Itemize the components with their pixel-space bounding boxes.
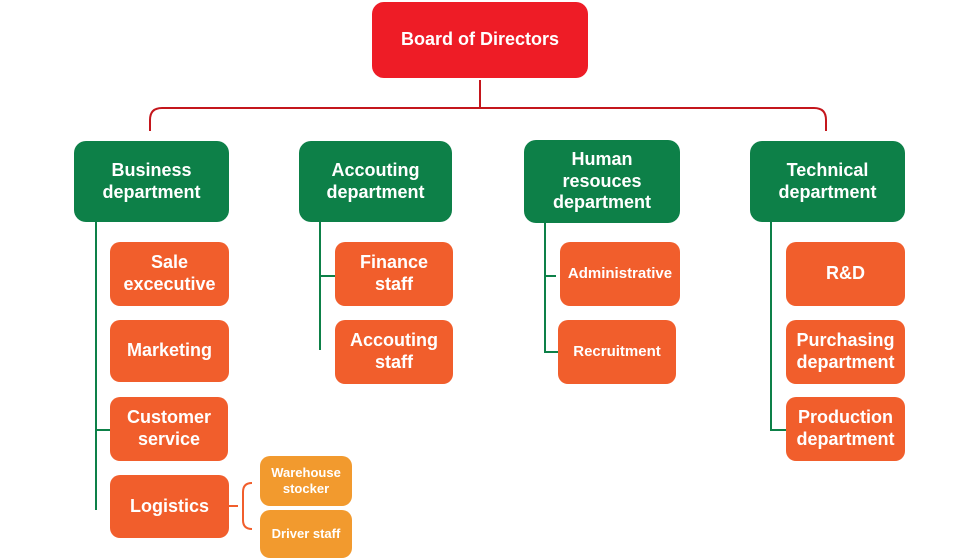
unit-sale-executive-label: Sale excecutive — [123, 252, 216, 294]
unit-administrative: Administrative — [560, 242, 680, 306]
dept-accounting-label: Accouting department — [326, 159, 425, 202]
unit-driver-staff: Driver staff — [260, 510, 352, 558]
dept-technical-label: Technical department — [778, 159, 877, 202]
unit-finance-staff-label: Finance staff — [359, 252, 429, 294]
board-of-directors-label: Board of Directors — [400, 29, 560, 50]
unit-accounting-staff: Accouting staff — [335, 320, 453, 384]
unit-recruitment: Recruitment — [558, 320, 676, 384]
unit-recruitment-label: Recruitment — [573, 343, 661, 360]
unit-marketing: Marketing — [110, 320, 229, 382]
unit-warehouse-stocker: Warehouse stocker — [260, 456, 352, 506]
unit-marketing-label: Marketing — [126, 340, 213, 361]
unit-customer-service-label: Customer service — [126, 407, 211, 449]
unit-production-department-label: Production department — [796, 407, 895, 449]
unit-warehouse-stocker-label: Warehouse stocker — [271, 465, 341, 496]
logistics-connector — [229, 482, 253, 530]
board-of-directors-box: Board of Directors — [372, 2, 588, 78]
unit-rnd: R&D — [786, 242, 905, 306]
accounting-connector — [319, 222, 335, 350]
hr-connector — [544, 223, 558, 353]
unit-logistics: Logistics — [110, 475, 229, 538]
unit-sale-executive: Sale excecutive — [110, 242, 229, 306]
root-connector — [149, 80, 827, 131]
unit-purchasing-department: Purchasing department — [786, 320, 905, 384]
technical-connector — [770, 222, 786, 431]
dept-technical-box: Technical department — [750, 141, 905, 222]
unit-rnd-label: R&D — [826, 263, 865, 284]
unit-production-department: Production department — [786, 397, 905, 461]
unit-finance-staff: Finance staff — [335, 242, 453, 306]
dept-human-resources-label: Human resouces department — [552, 149, 651, 213]
business-connector — [95, 222, 110, 510]
dept-business-box: Business department — [74, 141, 229, 222]
unit-administrative-label: Administrative — [567, 265, 673, 282]
dept-accounting-box: Accouting department — [299, 141, 452, 222]
unit-purchasing-department-label: Purchasing department — [796, 330, 895, 372]
unit-logistics-label: Logistics — [129, 495, 209, 516]
unit-customer-service: Customer service — [110, 397, 228, 461]
dept-human-resources-box: Human resouces department — [524, 140, 680, 223]
unit-accounting-staff-label: Accouting staff — [350, 330, 438, 372]
dept-business-label: Business department — [102, 159, 201, 202]
unit-driver-staff-label: Driver staff — [271, 526, 341, 542]
